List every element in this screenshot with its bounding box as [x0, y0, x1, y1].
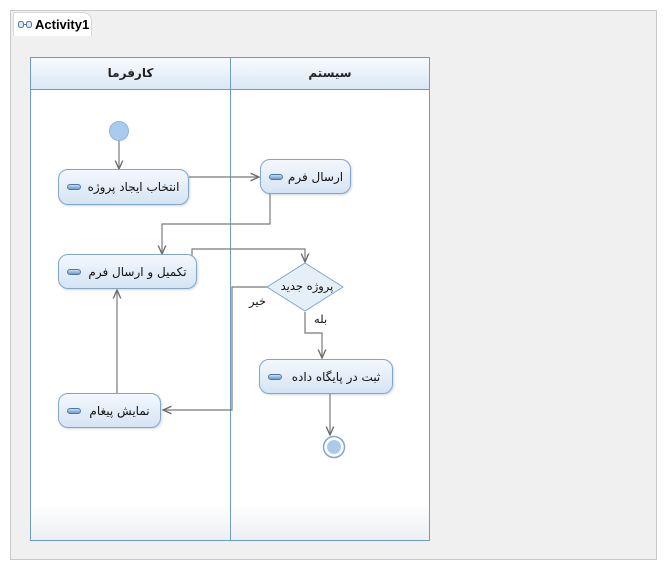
action-send-form[interactable]: ارسال فرم — [260, 159, 351, 194]
lane-header-employer[interactable]: کارفرما — [31, 58, 230, 90]
action-select-create-project[interactable]: انتخاب ایجاد پروژه — [58, 169, 189, 205]
edge-decision-yes[interactable] — [304, 312, 322, 358]
guard-no-label: خیر — [249, 294, 266, 308]
final-node-inner — [327, 440, 341, 454]
action-complete-and-send-form[interactable]: تکمیل و ارسال فرم — [58, 254, 197, 289]
initial-node[interactable] — [109, 121, 129, 141]
edge-send-form-to-complete[interactable] — [162, 194, 271, 254]
edge-complete-to-decision[interactable] — [191, 248, 305, 262]
diagram-tab[interactable]: Activity1 — [13, 12, 92, 36]
lane-employer: کارفرما — [31, 58, 231, 540]
decision-node[interactable] — [266, 262, 344, 312]
action-label: تکمیل و ارسال فرم — [88, 264, 187, 279]
action-pin-icon — [268, 373, 282, 380]
decision-label: پروژه جدید — [280, 279, 334, 293]
action-pin-icon — [269, 173, 283, 180]
action-label: انتخاب ایجاد پروژه — [87, 180, 180, 194]
swimlane-pool: کارفرما سیستم — [30, 57, 430, 541]
action-show-message[interactable]: نمایش پیغام — [58, 393, 161, 428]
action-label: ثبت در پایگاه داده — [291, 369, 381, 384]
action-label: ارسال فرم — [287, 169, 344, 184]
action-pin-icon — [67, 268, 81, 275]
lane-header-system[interactable]: سیستم — [231, 58, 429, 90]
activity-diagram-icon — [18, 21, 32, 28]
diagram-title: Activity1 — [35, 17, 90, 32]
action-pin-icon — [67, 184, 81, 190]
guard-yes-label: بله — [314, 312, 328, 326]
edge-decision-no[interactable] — [163, 286, 268, 410]
action-save-to-database[interactable]: ثبت در پایگاه داده — [259, 359, 393, 394]
action-pin-icon — [67, 407, 81, 414]
action-label: نمایش پیغام — [89, 403, 150, 418]
